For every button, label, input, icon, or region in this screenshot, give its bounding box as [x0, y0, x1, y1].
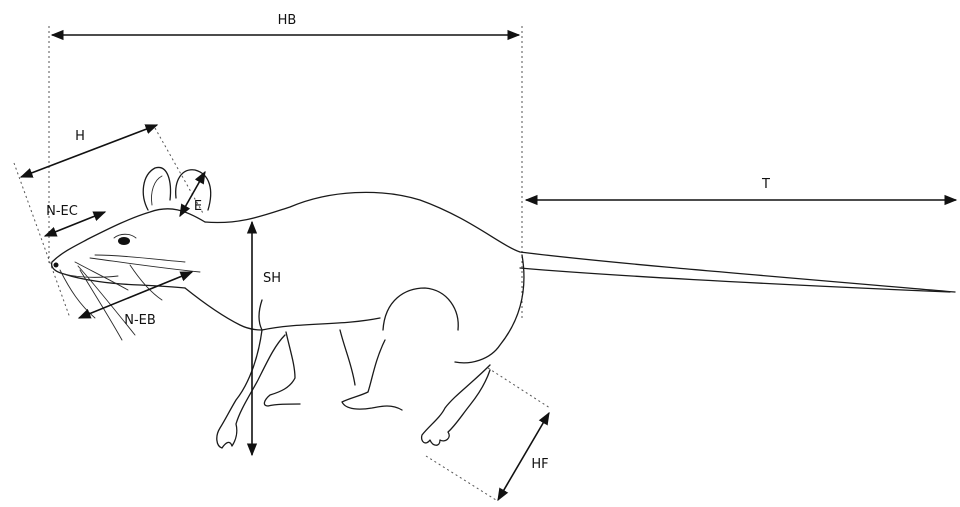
head-front-guide	[14, 163, 70, 318]
thigh-outline	[383, 288, 458, 330]
n-ec-label: N-EC	[46, 204, 78, 219]
e-label: E	[194, 199, 202, 214]
sh-label: SH	[263, 271, 281, 286]
whisker	[90, 258, 200, 272]
nose	[54, 263, 59, 268]
elbow-line	[259, 300, 262, 330]
ear-near	[143, 167, 170, 210]
chest-outline	[185, 288, 262, 330]
mid-leg-line	[340, 330, 355, 385]
hb-label: HB	[278, 13, 297, 28]
hind-foot	[422, 365, 490, 445]
front-leg-near	[217, 330, 285, 448]
front-leg-far	[264, 332, 300, 406]
ear-inner	[151, 176, 162, 205]
whisker	[80, 270, 122, 340]
belly-outline	[262, 318, 380, 330]
whisker	[75, 262, 128, 290]
rump-outline	[455, 255, 524, 363]
hind-foot-far	[342, 340, 402, 410]
foot-heel-guide	[488, 368, 550, 408]
eye	[118, 237, 130, 245]
back-outline	[205, 192, 955, 292]
foot-toe-guide	[426, 456, 496, 500]
n-eb-arrow	[79, 272, 192, 318]
guide-lines	[14, 26, 550, 500]
h-arrow	[21, 125, 157, 177]
h-label: H	[75, 129, 85, 144]
t-label: T	[761, 177, 770, 192]
tail-underside	[520, 268, 950, 292]
measurement-labels: HB T H E N-EC SH N-EB HF	[46, 13, 770, 472]
hf-label: HF	[531, 457, 548, 472]
rodent-drawing	[52, 167, 955, 448]
n-eb-label: N-EB	[124, 313, 156, 328]
